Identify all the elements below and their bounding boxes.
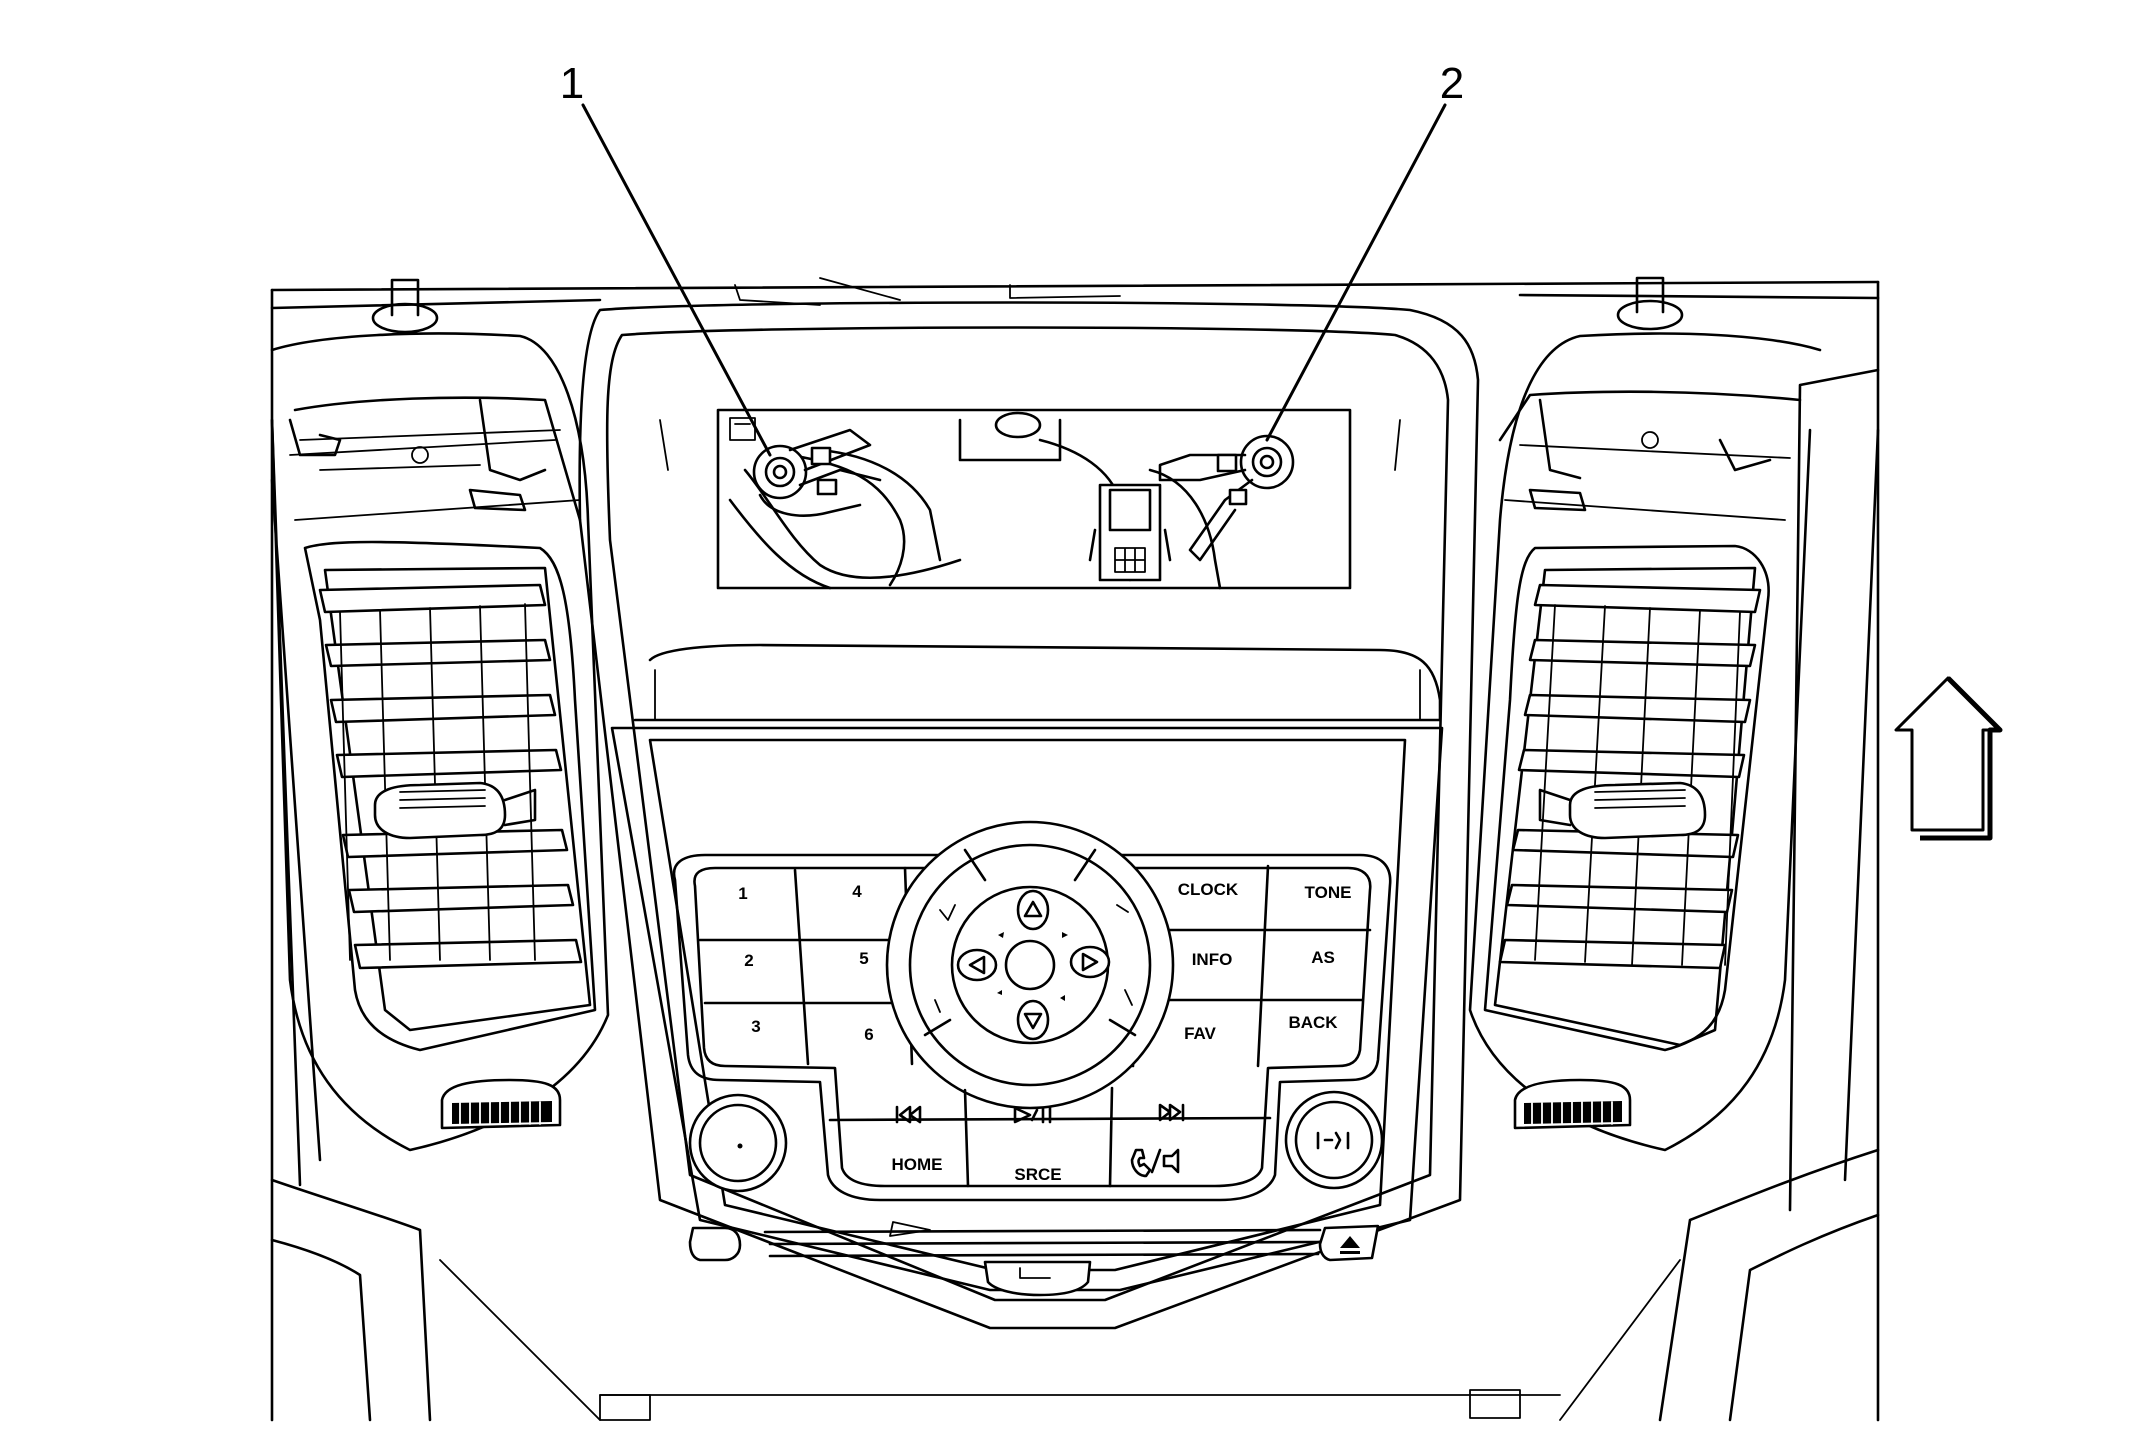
left-vent-louvers	[318, 583, 583, 970]
radio-control-panel: 1 2 3 4 5 6 CLOCK INFO FAV TONE AS BACK	[610, 726, 1444, 1297]
function-buttons: CLOCK INFO FAV TONE AS BACK	[1131, 864, 1372, 1068]
nav-arrow-left-icon[interactable]	[956, 948, 998, 982]
preset-buttons: 1 2 3 4 5 6	[698, 866, 914, 1066]
callout-2: 2	[1265, 59, 1464, 442]
power-volume-knob[interactable]	[688, 1093, 788, 1193]
phone-mute-icon[interactable]	[1130, 1148, 1180, 1178]
preset-button-2[interactable]: 2	[744, 951, 753, 970]
callout-1: 1	[560, 59, 772, 457]
nav-arrow-up-icon[interactable]	[1016, 889, 1050, 931]
up-arrow-icon	[1894, 676, 2003, 841]
fastener-2	[1158, 434, 1295, 562]
preset-button-5[interactable]: 5	[859, 949, 868, 968]
fastener-1	[729, 417, 882, 517]
right-vent-louvers	[1498, 583, 1762, 970]
left-vent-thumbwheel	[440, 1078, 562, 1130]
right-air-vent	[1468, 332, 1822, 1152]
clock-button[interactable]: CLOCK	[1178, 880, 1239, 899]
preset-button-4[interactable]: 4	[852, 882, 862, 901]
left-air-vent	[270, 332, 610, 1152]
right-vent-thumbwheel	[1513, 1078, 1632, 1130]
nav-arrow-right-icon[interactable]	[1069, 945, 1111, 979]
preset-button-3[interactable]: 3	[751, 1017, 760, 1036]
home-button[interactable]: HOME	[892, 1155, 943, 1174]
source-button[interactable]: SRCE	[1014, 1165, 1061, 1184]
previous-track-icon[interactable]	[895, 1105, 922, 1124]
transport-buttons: HOME SRCE	[828, 1086, 1272, 1188]
nav-arrow-down-icon[interactable]	[1016, 999, 1050, 1041]
disc-slot	[688, 1221, 1380, 1297]
back-button[interactable]: BACK	[1288, 1013, 1338, 1032]
fav-button[interactable]: FAV	[1184, 1024, 1216, 1043]
mounting-fasteners	[728, 411, 1295, 590]
as-button[interactable]: AS	[1311, 948, 1335, 967]
eject-icon[interactable]	[1340, 1236, 1360, 1254]
tune-select-knob[interactable]	[1284, 1090, 1384, 1190]
center-bezel	[578, 301, 1480, 1330]
callout-label-1: 1	[560, 59, 584, 108]
play-pause-icon[interactable]	[1013, 1106, 1052, 1124]
info-button[interactable]: INFO	[1192, 950, 1233, 969]
preset-button-6[interactable]: 6	[864, 1025, 873, 1044]
tone-button[interactable]: TONE	[1305, 883, 1352, 902]
next-track-icon[interactable]	[1158, 1103, 1185, 1122]
instrument-panel-outline	[270, 276, 1880, 1422]
preset-button-1[interactable]: 1	[738, 884, 747, 903]
callout-label-2: 2	[1440, 59, 1464, 108]
menu-control-knob-ring	[885, 820, 1175, 1110]
